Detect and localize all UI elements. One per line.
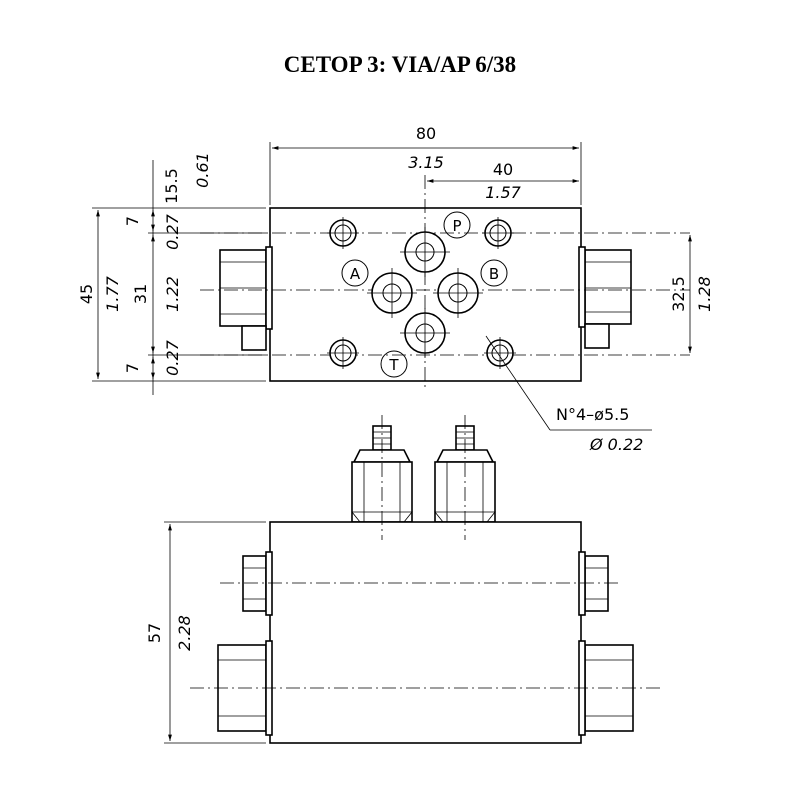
dim-offset-mm: 40 (493, 160, 513, 179)
dim-side-in: 2.28 (175, 615, 194, 651)
side-view-body (269, 521, 582, 744)
dim-holes-mm: N°4–ø5.5 (556, 405, 629, 424)
dim-height-mm: 45 (77, 284, 96, 304)
port-label-a: A (350, 265, 361, 283)
dim-port-mm: 32.5 (669, 276, 688, 312)
mounting-hole-bottom-left (327, 337, 359, 369)
left-small-fitting-side (242, 551, 273, 616)
port-t-bore (400, 308, 450, 358)
port-a-bore (367, 268, 417, 318)
dim-edge-top-mm: 7 (123, 216, 142, 226)
dim-width-mm: 80 (416, 124, 436, 143)
right-small-fitting-side (578, 551, 609, 616)
right-fitting-top-view (578, 246, 632, 349)
mounting-hole-top-left (327, 217, 359, 249)
dim-mid-in: 1.22 (163, 276, 182, 312)
dim-offset-in: 1.57 (485, 183, 521, 202)
side-view: 57 2.28 (145, 415, 660, 744)
dim-mid-mm: 31 (131, 284, 150, 304)
dim-edge-bot-in: 0.27 (163, 339, 182, 375)
drawing-title: CETOP 3: VIA/AP 6/38 (283, 52, 517, 77)
port-label-p: P (452, 217, 461, 235)
mounting-hole-top-right (482, 217, 514, 249)
top-view: P A B T 80 3.15 40 1.57 45 1.77 15. (77, 124, 714, 454)
left-fitting-top-view (219, 246, 273, 351)
dim-top-mm: 15.5 (162, 168, 181, 204)
port-b-bore (433, 268, 483, 318)
dim-height-in: 1.77 (103, 275, 122, 311)
dim-edge-top-in: 0.27 (163, 213, 182, 249)
dim-top-in: 0.61 (193, 152, 212, 188)
dim-port-in: 1.28 (695, 276, 714, 312)
port-label-b: B (489, 265, 499, 283)
dim-edge-bot-mm: 7 (123, 363, 142, 373)
dim-width-in: 3.15 (408, 153, 444, 172)
dim-side-mm: 57 (145, 623, 164, 643)
dim-holes-in: Ø 0.22 (589, 435, 643, 454)
port-p-bore (400, 227, 450, 277)
port-label-t: T (388, 356, 399, 374)
